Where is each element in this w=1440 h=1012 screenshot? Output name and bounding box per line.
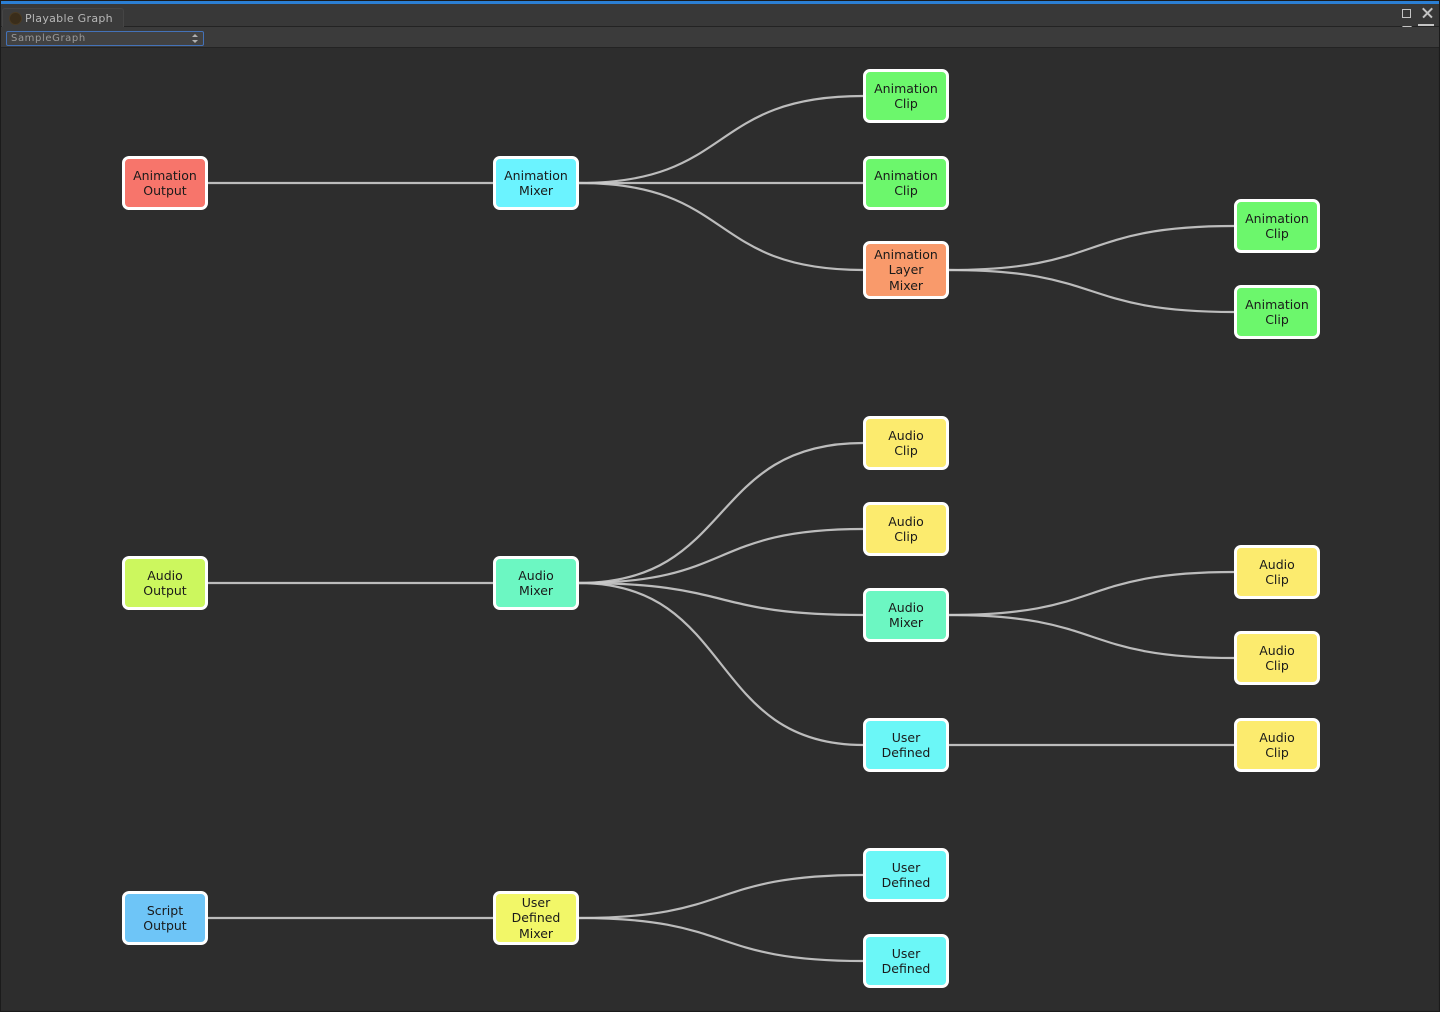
graph-edge xyxy=(577,527,865,585)
graph-edge xyxy=(577,581,865,747)
graph-edge xyxy=(577,181,865,272)
graph-node-audio-clip[interactable]: Audio Clip xyxy=(1234,545,1320,599)
graph-node-audio-clip[interactable]: Audio Clip xyxy=(1234,718,1320,772)
graph-node-audio-clip[interactable]: Audio Clip xyxy=(863,502,949,556)
close-icon[interactable] xyxy=(1421,6,1434,19)
graph-node-user-defined-mixer[interactable]: User Defined Mixer xyxy=(493,891,579,945)
graph-node-animation-layer-mixer[interactable]: Animation Layer Mixer xyxy=(863,241,949,299)
graph-node-audio-mixer[interactable]: Audio Mixer xyxy=(863,588,949,642)
graph-node-user-defined[interactable]: User Defined xyxy=(863,718,949,772)
updown-arrows-icon xyxy=(192,33,199,44)
maximize-icon[interactable] xyxy=(1402,9,1411,18)
graph-node-audio-clip[interactable]: Audio Clip xyxy=(863,416,949,470)
graph-node-audio-mixer[interactable]: Audio Mixer xyxy=(493,556,579,610)
graph-selector-dropdown[interactable]: SampleGraph xyxy=(6,31,204,46)
graph-node-user-defined[interactable]: User Defined xyxy=(863,934,949,988)
graph-toolbar: SampleGraph xyxy=(0,27,1440,48)
graph-node-animation-clip[interactable]: Animation Clip xyxy=(1234,199,1320,253)
graph-node-user-defined[interactable]: User Defined xyxy=(863,848,949,902)
graph-node-animation-mixer[interactable]: Animation Mixer xyxy=(493,156,579,210)
graph-edge xyxy=(947,268,1236,314)
tab-playable-graph[interactable]: Playable Graph xyxy=(2,8,124,27)
graph-edge xyxy=(947,224,1236,272)
tab-label: Playable Graph xyxy=(25,11,113,25)
window-accent-bar xyxy=(0,0,1440,4)
graph-node-script-output[interactable]: Script Output xyxy=(122,891,208,945)
window-controls xyxy=(1402,6,1434,19)
graph-node-animation-clip[interactable]: Animation Clip xyxy=(863,156,949,210)
graph-node-animation-clip[interactable]: Animation Clip xyxy=(863,69,949,123)
window-chrome-bar xyxy=(0,4,1440,27)
graph-node-animation-clip[interactable]: Animation Clip xyxy=(1234,285,1320,339)
graph-selector-value: SampleGraph xyxy=(11,33,86,44)
playable-graph-icon xyxy=(9,12,22,25)
graph-edge xyxy=(947,570,1236,617)
graph-node-audio-clip[interactable]: Audio Clip xyxy=(1234,631,1320,685)
graph-node-audio-output[interactable]: Audio Output xyxy=(122,556,208,610)
graph-edge xyxy=(577,581,865,617)
graph-edge xyxy=(577,441,865,585)
graph-edges xyxy=(206,94,1236,963)
graph-edge xyxy=(577,873,865,920)
graph-edge xyxy=(577,94,865,185)
graph-edge xyxy=(947,613,1236,660)
graph-edge xyxy=(577,916,865,963)
graph-node-animation-output[interactable]: Animation Output xyxy=(122,156,208,210)
